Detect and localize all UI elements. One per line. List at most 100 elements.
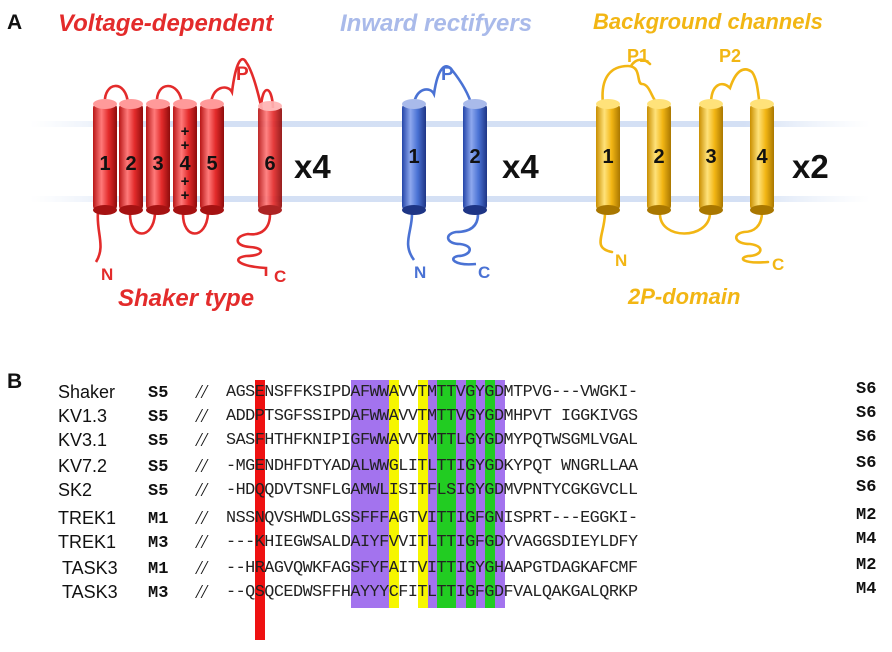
alignment-highlight-column-purple: [360, 380, 371, 608]
alignment-sequence: -HDQQDVTSNFLGAMWLISITFLSIGYGDMVPNTYCGKGV…: [226, 481, 638, 500]
alignment-highlight-column-purple: [475, 380, 486, 608]
alignment-gap-slash: //: [196, 405, 208, 427]
alignment-start-segment: M3: [148, 534, 169, 553]
alignment-gap-slash: //: [196, 381, 208, 403]
alignment-row-name: TREK1: [58, 508, 117, 528]
alignment-highlight-column-purple: [370, 380, 381, 608]
alignment-end-segment: S6: [856, 478, 877, 497]
alignment-sequence: ---KHIEGWSALDAIYFVVITLTTIGFGDYVAGGSDIEYL…: [226, 533, 638, 552]
alignment-gap-slash: //: [196, 531, 208, 553]
alignment-sequence: -MGENDHFDTYADALWWGLITLTTIGYGDKYPQT WNGRL…: [226, 457, 638, 476]
alignment-sequence: --HRAGVQWKFAGSFYFAITVITTIGYGHAAPGTDAGKAF…: [226, 559, 638, 578]
alignment-start-segment: S5: [148, 482, 169, 501]
alignment-highlight-column-purple: [494, 380, 505, 608]
k2p-loops: [599, 58, 770, 264]
kir-helices: [402, 99, 487, 215]
alignment-highlight-column-purple: [427, 380, 438, 608]
alignment-highlight-column-green: [446, 380, 457, 608]
k2p-c-terminus: C: [772, 255, 784, 274]
shaker-helices: [93, 99, 282, 215]
kir-helix-numbers: 1 2: [408, 146, 480, 168]
alignment-highlight-column-red: [254, 380, 265, 640]
alignment-gap-slash: //: [196, 557, 208, 579]
voltage-sensor-charges: + + + + +: [181, 123, 190, 204]
alignment-end-segment: S6: [856, 404, 877, 423]
kir-c-terminus: C: [478, 263, 490, 282]
shaker-pore-label: P: [236, 64, 249, 85]
kir-pore-label: P: [441, 64, 454, 85]
kir-loops: [406, 65, 480, 266]
alignment-highlight-column-green: [437, 380, 448, 608]
alignment-end-segment: M4: [856, 580, 877, 599]
alignment-gap-slash: //: [196, 429, 208, 451]
shaker-helix-2-label: 2: [125, 153, 136, 175]
alignment-highlight-column-purple: [379, 380, 390, 608]
alignment-sequence: NSSNQVSHWDLGSSFFFAGTVITTIGFGNISPRT---EGG…: [226, 509, 638, 528]
alignment-end-segment: S6: [856, 380, 877, 399]
alignment-highlight-column-green: [466, 380, 477, 608]
alignment-start-segment: M3: [148, 584, 169, 603]
alignment-gap-slash: //: [196, 581, 208, 603]
alignment-sequence: SASFHTHFKNIPIGFWWAVVTMTTLGYGDMYPQTWSGMLV…: [226, 431, 638, 450]
alignment-gap-slash: //: [196, 507, 208, 529]
alignment-end-segment: S6: [856, 428, 877, 447]
k2p-p2-label: P2: [719, 46, 741, 66]
kir-helix-2-label: 2: [469, 146, 480, 168]
kir-helix-1-label: 1: [408, 146, 419, 168]
alignment-highlight-column-purple: [350, 380, 361, 608]
shaker-helix-3-label: 3: [152, 153, 163, 175]
background-channels-title: Background channels: [593, 9, 823, 34]
voltage-dependent-title: Voltage-dependent: [58, 10, 274, 37]
k2p-multiplier: x2: [792, 148, 829, 185]
k2p-helix-4-label: 4: [756, 146, 768, 168]
shaker-n-terminus: N: [101, 265, 113, 284]
alignment-end-segment: M2: [856, 556, 877, 575]
k2p-n-terminus: N: [615, 251, 627, 270]
shaker-helix-5-label: 5: [206, 153, 217, 175]
alignment-end-segment: M4: [856, 530, 877, 549]
charge-plus-1: +: [181, 123, 190, 140]
alignment-start-segment: S5: [148, 458, 169, 477]
alignment-start-segment: S5: [148, 384, 169, 403]
alignment-row-name: TREK1: [58, 532, 117, 552]
alignment-highlight-column-purple: [456, 380, 467, 608]
charge-plus-2: +: [181, 137, 190, 154]
alignment-start-segment: M1: [148, 510, 169, 529]
charge-plus-3: +: [181, 173, 190, 190]
alignment-highlight-column-yellow: [389, 380, 400, 608]
alignment-end-segment: M2: [856, 506, 877, 525]
k2p-helix-3-label: 3: [705, 146, 716, 168]
k2p-helix-1-label: 1: [602, 146, 613, 168]
panel-a-label: A: [7, 11, 22, 34]
k2p-helix-numbers: 1 2 3 4: [602, 146, 768, 168]
alignment-end-segment: S6: [856, 454, 877, 473]
kir-n-terminus: N: [414, 263, 426, 282]
panel-a-topology-diagram: A Voltage-dependent 1 2 3 4 5: [7, 9, 870, 312]
alignment-row-name: KV1.3: [58, 406, 108, 426]
shaker-c-terminus: C: [274, 267, 286, 286]
shaker-helix-numbers: 1 2 3 4 5 6: [99, 153, 275, 175]
alignment-start-segment: S5: [148, 408, 169, 427]
alignment-sequence: AGSENSFFKSIPDAFWWAVVTMTTVGYGDMTPVG---VWG…: [226, 383, 638, 402]
alignment-row-name: TASK3: [62, 582, 118, 602]
alignment-sequence: --QSQCEDWSFFHAYYYCFITLTTIGFGDFVALQAKGALQ…: [226, 583, 638, 602]
charge-plus-4: +: [181, 187, 190, 204]
k2p-p1-label: P1: [627, 46, 649, 66]
membrane-outer-line: [30, 121, 870, 127]
k2p-helices: [596, 99, 774, 215]
panel-b-label: B: [7, 370, 23, 393]
shaker-helix-4-label: 4: [179, 153, 191, 175]
kir-multiplier: x4: [502, 148, 539, 185]
shaker-multiplier: x4: [294, 148, 331, 185]
alignment-sequence: ADDPTSGFSSIPDAFWWAVVTMTTVGYGDMHPVT IGGKI…: [226, 407, 638, 426]
alignment-start-segment: M1: [148, 560, 169, 579]
inward-rectifyers-title: Inward rectifyers: [340, 10, 532, 37]
alignment-gap-slash: //: [196, 479, 208, 501]
alignment-highlight-column-yellow: [418, 380, 429, 608]
shaker-type-subtitle: Shaker type: [118, 285, 254, 312]
alignment-row-name: KV7.2: [58, 456, 108, 476]
shaker-helix-6-label: 6: [264, 153, 275, 175]
membrane-inner-line: [30, 196, 870, 202]
alignment-gap-slash: //: [196, 455, 208, 477]
